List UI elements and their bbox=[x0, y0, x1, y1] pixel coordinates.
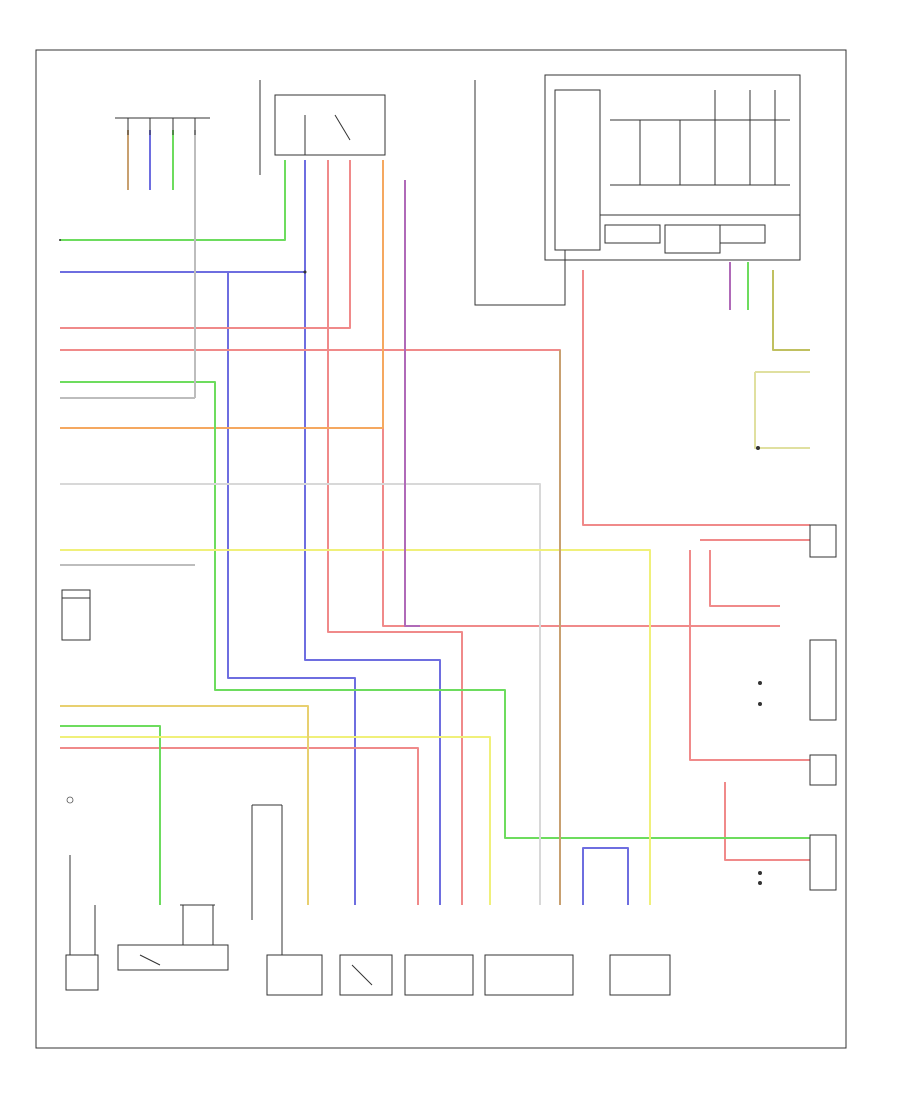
component-top-right-ecu bbox=[544, 74, 801, 261]
wire-red-right-5 bbox=[724, 782, 810, 861]
wire-red-1 bbox=[60, 160, 351, 329]
wire-yellow-right bbox=[754, 371, 810, 449]
component-top-left-sensor bbox=[115, 117, 210, 135]
wire-red-3 bbox=[327, 160, 463, 905]
wire-orange bbox=[60, 160, 384, 429]
component-module-b bbox=[339, 954, 393, 996]
wire-blue-lower bbox=[304, 272, 441, 905]
junction-dot bbox=[59, 239, 61, 241]
junction-dot bbox=[758, 881, 762, 885]
wire-blue-main bbox=[60, 160, 306, 273]
junction-dot bbox=[756, 446, 760, 450]
component-module-d bbox=[484, 954, 574, 996]
wire-red-right-4 bbox=[709, 550, 780, 607]
wire-blue-right bbox=[582, 847, 629, 905]
component-module-c bbox=[404, 954, 474, 996]
junction-dot bbox=[758, 681, 762, 685]
component-module-a bbox=[251, 804, 323, 996]
component-module-e bbox=[609, 954, 671, 996]
component-left-box bbox=[61, 589, 91, 641]
wire-yellow-2 bbox=[60, 736, 491, 905]
diagram-frame bbox=[35, 49, 847, 1049]
component-bottom-left-sensor bbox=[65, 796, 99, 991]
wire-blue-branch bbox=[227, 272, 356, 905]
wire-green-long bbox=[60, 381, 810, 839]
wire-olive-right bbox=[772, 270, 810, 351]
wire-gray-1 bbox=[60, 483, 541, 905]
component-top-relay bbox=[259, 80, 386, 175]
wire-green-lower bbox=[60, 725, 161, 905]
junction-dot bbox=[303, 270, 307, 274]
wire-black-loop bbox=[474, 80, 566, 306]
wire-green-top bbox=[60, 160, 286, 241]
wire-red-right bbox=[582, 270, 810, 526]
junction-dot bbox=[758, 871, 762, 875]
wire-violet bbox=[404, 180, 420, 627]
wire-red-right-2 bbox=[689, 550, 810, 761]
wire-yellow-3 bbox=[60, 705, 309, 905]
component-brake-switch bbox=[117, 904, 229, 971]
junction-dot bbox=[758, 702, 762, 706]
wire-red-lower bbox=[60, 747, 419, 905]
connector-right-column bbox=[809, 524, 837, 891]
wire-yellow-main bbox=[60, 549, 651, 905]
wire-red-2 bbox=[60, 349, 561, 905]
